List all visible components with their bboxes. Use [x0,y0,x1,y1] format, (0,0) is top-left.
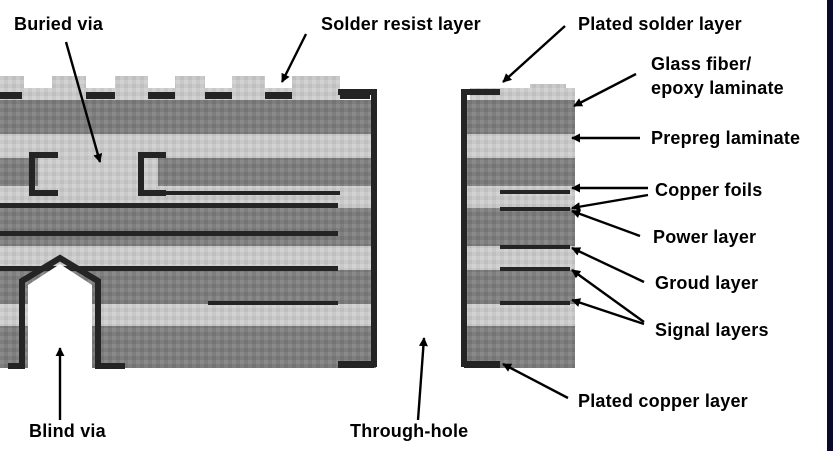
label-copper-foils: Copper foils [655,180,763,200]
bottom-copper-pads [338,362,500,368]
blind-via [8,254,125,370]
label-ground-layer: Groud layer [655,273,759,293]
leader-arrows [55,25,649,421]
label-glass-fiber-line2: epoxy laminate [651,78,784,98]
laminate-layer [0,100,575,134]
arrow-copper-foils-2 [571,193,649,212]
label-buried-via: Buried via [14,14,104,34]
arrow-plated-copper [502,362,569,400]
label-solder-resist-layer: Solder resist layer [321,14,481,34]
label-signal-layers: Signal layers [655,320,769,340]
arrow-signal-layers-2 [571,298,645,326]
arrow-glass-fiber [573,72,637,108]
arrow-power-layer [571,209,641,238]
through-hole-bore [376,84,464,370]
arrow-signal-layers-1 [571,269,645,323]
arrow-solder-resist [280,33,308,83]
arrow-plated-solder [502,25,566,83]
right-frame-edge [827,0,833,451]
arrow-buried-via [64,41,103,163]
label-plated-copper-layer: Plated copper layer [578,391,748,411]
label-plated-solder-layer: Plated solder layer [578,14,742,34]
arrow-ground-layer [571,246,645,284]
top-copper-pads [0,92,370,99]
label-glass-fiber-line1: Glass fiber/ [651,54,752,74]
laminate-layer [0,208,575,246]
label-through-hole: Through-hole [350,421,469,441]
label-power-layer: Power layer [653,227,757,247]
arrow-through-hole [416,337,428,421]
label-prepreg-laminate: Prepreg laminate [651,128,801,148]
label-blind-via: Blind via [29,421,106,441]
internal-copper-foils [0,190,570,305]
